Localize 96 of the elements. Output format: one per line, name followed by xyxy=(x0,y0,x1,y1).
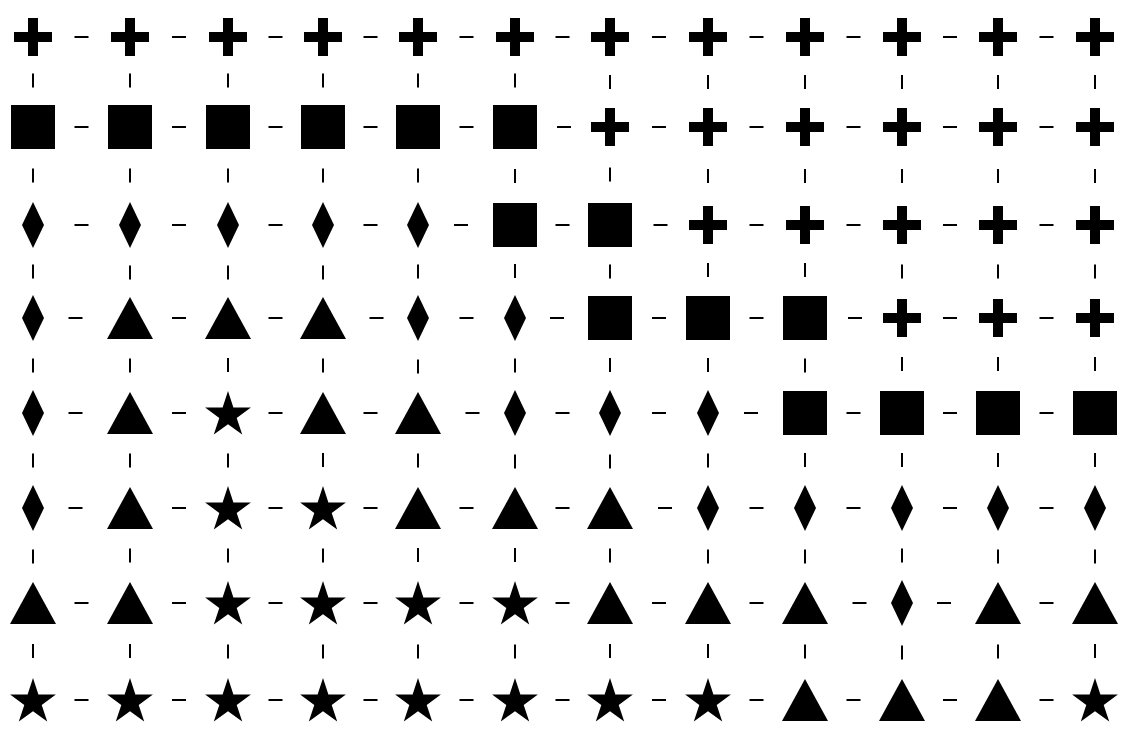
star-symbol xyxy=(300,581,346,625)
diamond-symbol xyxy=(407,202,429,248)
cross-symbol xyxy=(304,18,342,56)
cross-symbol xyxy=(111,18,149,56)
diamond-symbol xyxy=(312,202,334,248)
star-symbol xyxy=(492,581,538,625)
diamond-symbol xyxy=(22,202,44,248)
cross-symbol xyxy=(979,18,1017,56)
square-symbol xyxy=(493,203,537,247)
cross-symbol xyxy=(209,18,247,56)
square-symbol xyxy=(493,105,537,149)
diamond-symbol xyxy=(987,485,1009,531)
cross-symbol xyxy=(496,18,534,56)
cross-symbol xyxy=(689,18,727,56)
star-symbol xyxy=(10,678,56,722)
cross-symbol xyxy=(689,108,727,146)
star-symbol xyxy=(395,678,441,722)
triangle-symbol xyxy=(395,392,441,434)
triangle-symbol xyxy=(107,297,153,339)
cross-symbol xyxy=(883,18,921,56)
triangle-symbol xyxy=(205,297,251,339)
star-symbol xyxy=(395,581,441,625)
triangle-symbol xyxy=(107,487,153,529)
star-symbol xyxy=(685,678,731,722)
cross-symbol xyxy=(1076,206,1114,244)
triangle-symbol xyxy=(107,392,153,434)
triangle-symbol xyxy=(587,487,633,529)
square-symbol xyxy=(783,296,827,340)
square-symbol xyxy=(588,296,632,340)
star-symbol xyxy=(300,678,346,722)
diamond-symbol xyxy=(407,295,429,341)
star-symbol xyxy=(1072,678,1118,722)
cross-symbol xyxy=(1076,18,1114,56)
square-symbol xyxy=(396,105,440,149)
triangle-symbol xyxy=(395,487,441,529)
triangle-symbol xyxy=(300,297,346,339)
triangle-symbol xyxy=(782,582,828,624)
diamond-symbol xyxy=(599,390,621,436)
diamond-symbol xyxy=(22,390,44,436)
star-symbol xyxy=(587,678,633,722)
square-symbol xyxy=(11,105,55,149)
square-symbol xyxy=(880,391,924,435)
cross-symbol xyxy=(1076,299,1114,337)
star-symbol xyxy=(205,678,251,722)
square-symbol xyxy=(301,105,345,149)
cross-symbol xyxy=(883,108,921,146)
star-symbol xyxy=(205,486,251,530)
cross-symbol xyxy=(979,206,1017,244)
triangle-symbol xyxy=(107,582,153,624)
triangle-symbol xyxy=(587,582,633,624)
diamond-symbol xyxy=(697,390,719,436)
square-symbol xyxy=(108,105,152,149)
triangle-symbol xyxy=(879,679,925,721)
star-symbol xyxy=(205,391,251,435)
square-symbol xyxy=(1073,391,1117,435)
triangle-symbol xyxy=(975,679,1021,721)
diamond-symbol xyxy=(1084,485,1106,531)
square-symbol xyxy=(783,391,827,435)
diamond-symbol xyxy=(119,202,141,248)
diamond-symbol xyxy=(891,485,913,531)
triangle-symbol xyxy=(975,582,1021,624)
square-symbol xyxy=(976,391,1020,435)
diamond-symbol xyxy=(697,485,719,531)
diamond-symbol xyxy=(504,390,526,436)
star-symbol xyxy=(107,678,153,722)
cross-symbol xyxy=(786,206,824,244)
triangle-symbol xyxy=(1072,582,1118,624)
cross-symbol xyxy=(1076,108,1114,146)
cross-symbol xyxy=(399,18,437,56)
triangle-symbol xyxy=(782,679,828,721)
diamond-symbol xyxy=(891,580,913,626)
star-symbol xyxy=(492,678,538,722)
triangle-symbol xyxy=(685,582,731,624)
cross-symbol xyxy=(591,108,629,146)
cross-symbol xyxy=(14,18,52,56)
diamond-symbol xyxy=(22,485,44,531)
cross-symbol xyxy=(786,18,824,56)
cross-symbol xyxy=(591,18,629,56)
square-symbol xyxy=(686,296,730,340)
cross-symbol xyxy=(883,206,921,244)
triangle-symbol xyxy=(492,487,538,529)
diamond-symbol xyxy=(217,202,239,248)
cross-symbol xyxy=(689,206,727,244)
triangle-symbol xyxy=(300,392,346,434)
cross-symbol xyxy=(979,299,1017,337)
star-symbol xyxy=(205,581,251,625)
cross-symbol xyxy=(979,108,1017,146)
star-symbol xyxy=(300,486,346,530)
cross-symbol xyxy=(786,108,824,146)
diamond-symbol xyxy=(794,485,816,531)
square-symbol xyxy=(206,105,250,149)
diamond-symbol xyxy=(504,295,526,341)
cross-symbol xyxy=(883,299,921,337)
diamond-symbol xyxy=(22,295,44,341)
square-symbol xyxy=(588,203,632,247)
triangle-symbol xyxy=(10,582,56,624)
